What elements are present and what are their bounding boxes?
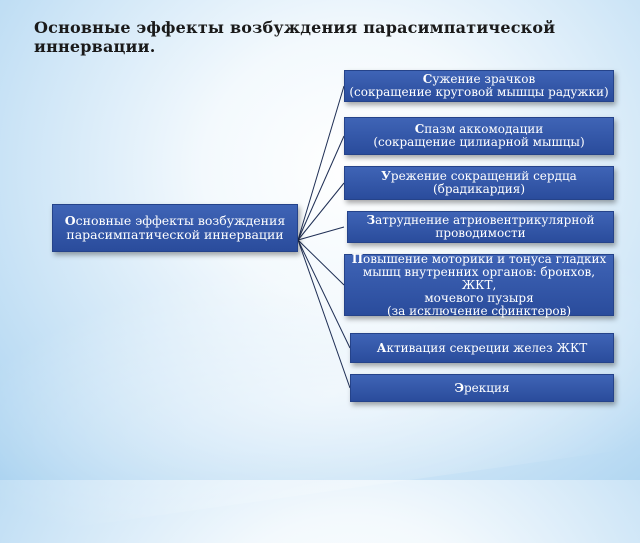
root-node-label: Основные эффекты возбуждения парасимпати… [64, 213, 286, 242]
effect-node-bradycardia: Урежение сокращений сердца (брадикардия) [344, 166, 614, 200]
effect-node-accommodation-spasm: Спазм аккомодации (сокращение цилиарной … [344, 117, 614, 155]
connector-line [297, 85, 345, 241]
slide-title: Основные эффекты возбуждения парасимпати… [34, 18, 556, 56]
effect-node-label: Затруднение атриовентрикулярной проводим… [366, 213, 595, 240]
effect-node-label: Повышение моторики и тонуса гладких мышц… [351, 251, 607, 318]
effect-node-smooth-muscle-tone: Повышение моторики и тонуса гладких мышц… [344, 251, 614, 318]
effect-node-label: Урежение сокращений сердца (брадикардия) [381, 169, 577, 196]
effect-node-label: Активация секреции желез ЖКТ [376, 340, 588, 355]
connector-line [297, 239, 351, 349]
effect-node-label: Сужение зрачков (сокращение круговой мыш… [349, 72, 609, 99]
connector-line [297, 239, 345, 286]
effect-node-pupil-constriction: Сужение зрачков (сокращение круговой мыш… [344, 70, 614, 102]
connector-lines [297, 85, 351, 389]
connector-line [297, 135, 345, 241]
connector-line [297, 226, 345, 241]
effect-node-label: Эрекция [454, 380, 510, 395]
root-node: Основные эффекты возбуждения парасимпати… [52, 204, 298, 252]
connector-line [297, 239, 351, 389]
effect-node-erection: Эрекция [350, 374, 614, 402]
connector-line [297, 182, 345, 241]
effect-node-gi-secretion: Активация секреции желез ЖКТ [350, 333, 614, 363]
effect-node-av-conduction: Затруднение атриовентрикулярной проводим… [347, 211, 614, 243]
effect-node-label: Спазм аккомодации (сокращение цилиарной … [373, 122, 585, 149]
